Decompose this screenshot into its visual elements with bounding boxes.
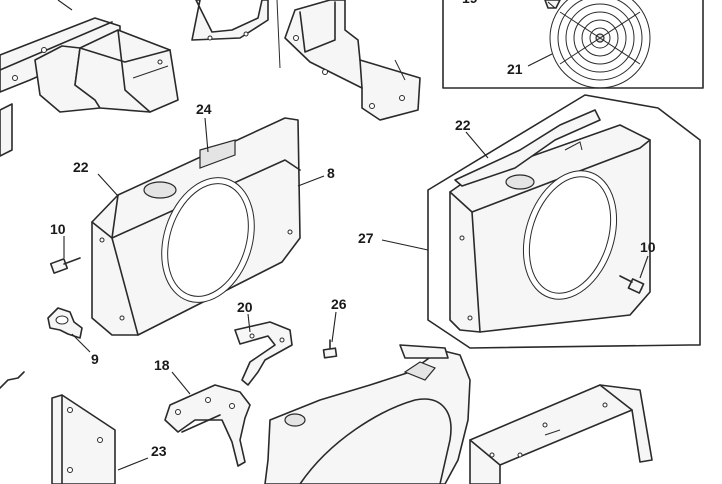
callout-24: 24 <box>196 101 212 117</box>
callout-23: 23 <box>151 443 167 459</box>
callout-27: 27 <box>358 230 374 246</box>
mounting-plate-part-23 <box>51 394 116 484</box>
bracket-part-20 <box>234 321 293 386</box>
callout-26: 26 <box>331 296 347 312</box>
callout-22-left: 22 <box>73 159 89 175</box>
support-bracket-bottom-right <box>469 384 653 484</box>
fan-guard-grille <box>549 0 651 89</box>
bracket-part-18 <box>164 384 251 467</box>
callout-9: 9 <box>91 351 99 367</box>
wire-end-left <box>0 371 25 389</box>
shroud-assembly-part-27 <box>427 94 701 349</box>
callout-10-left: 10 <box>50 221 66 237</box>
bracket-top-center <box>191 0 281 69</box>
bolt-part-10-right <box>619 275 645 294</box>
callout-18: 18 <box>154 357 170 373</box>
clamp-part-9 <box>47 307 83 339</box>
discharge-chute <box>264 344 471 484</box>
callout-labels: 19 21 24 22 8 10 9 20 26 18 23 22 27 10 <box>50 0 656 459</box>
callout-19: 19 <box>462 0 478 6</box>
callout-10-right: 10 <box>640 239 656 255</box>
bolt-part-10-left <box>49 257 81 274</box>
callout-20: 20 <box>237 299 253 315</box>
blower-shroud-part-8 <box>91 117 301 336</box>
callout-8: 8 <box>327 165 335 181</box>
leader-lines <box>63 1 649 471</box>
callout-21: 21 <box>507 61 523 77</box>
callout-22-right: 22 <box>455 117 471 133</box>
fan-inset-box <box>442 0 704 89</box>
screw-part-26 <box>322 339 338 359</box>
support-bracket-top <box>284 0 421 121</box>
engine-shroud-housing <box>34 29 179 113</box>
